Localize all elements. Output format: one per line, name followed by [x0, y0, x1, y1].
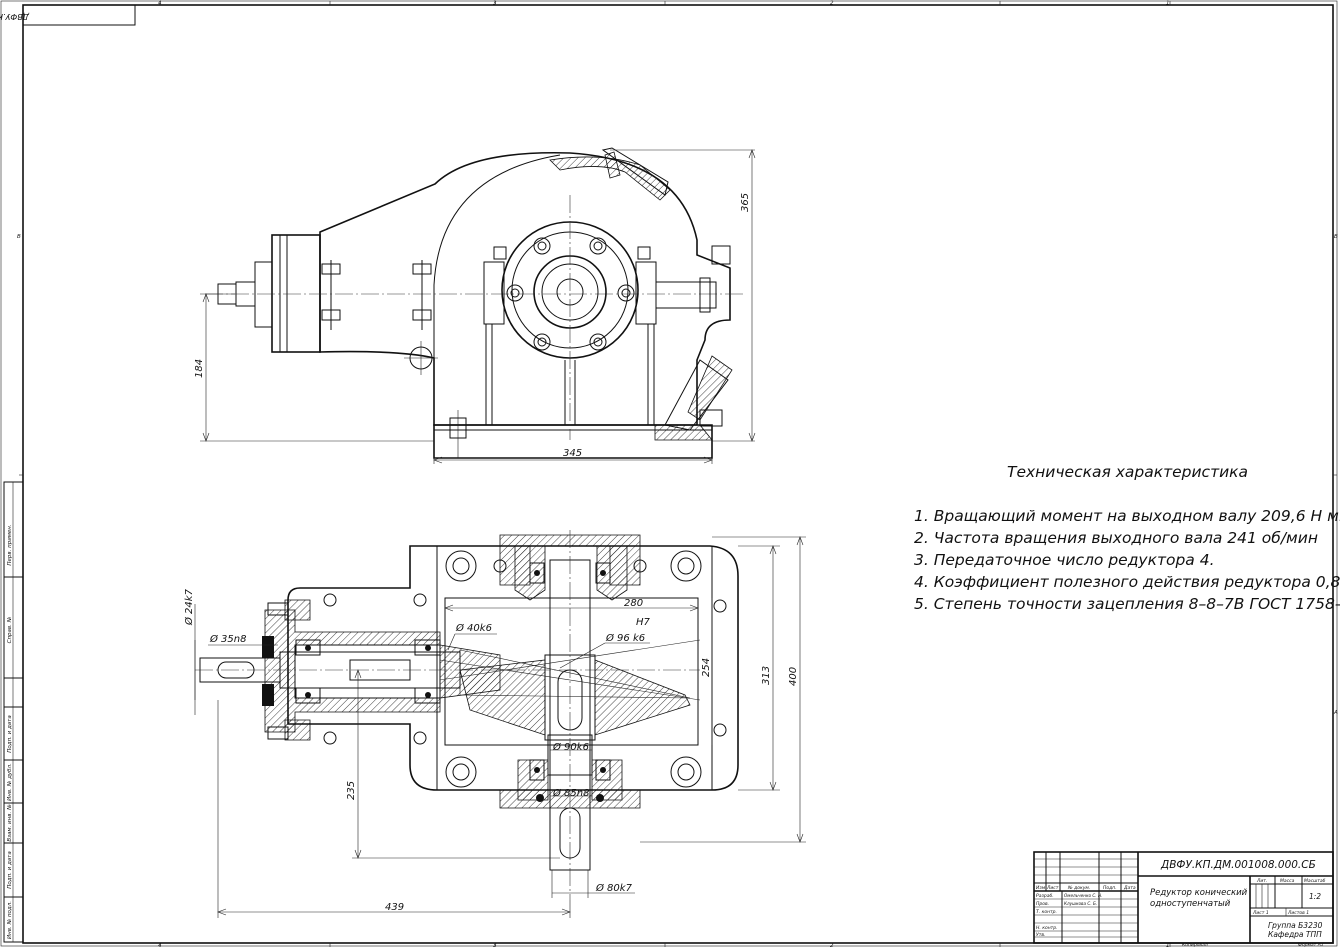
tb-designation: ДВФУ.КП.ДМ.001008.000.СБ [1160, 859, 1316, 871]
flange-bolts [506, 237, 635, 351]
tb-hdr-lit: Лит. [1256, 878, 1267, 884]
zone-bottom-2: 2 [830, 943, 834, 949]
spec-item-3: 3. Передаточное число редуктора 4. [914, 551, 1215, 569]
zone-top-3: 3 [493, 1, 497, 7]
dim-fit-96k6: Ø 96 k6 [605, 632, 645, 644]
front-view [205, 147, 745, 459]
tb-sheets: Листов 1 [1287, 910, 1309, 916]
tb-name-2: одноступенчатый [1150, 899, 1231, 909]
tb-row-utv: Утв. [1036, 932, 1045, 938]
dim-345: 345 [563, 448, 582, 459]
tb-format: Формат А1 [1298, 942, 1324, 948]
spec-item-2: 2. Частота вращения выходного вала 241 о… [914, 529, 1318, 547]
dim-fit-40k6: Ø 40k6 [455, 622, 492, 634]
top-stamp: ДВФУ.КП.ДМ.001008.000.СБ [0, 4, 136, 26]
plan-view-dimensions: Ø 24k7 Ø 35n8 Ø 40k6 H7 Ø 96 k6 280 254 … [183, 536, 806, 918]
tb-sheet: Лист 1 [1252, 910, 1269, 916]
tb-name-1: Редуктор конический [1150, 888, 1248, 898]
side-strip: Перв. примен. Справ. № Подп. и дата Инв.… [3, 481, 24, 943]
strip-podp-data-2: Подп. и дата [7, 851, 13, 889]
strip-inv-dubl: Инв. № дубл. [7, 763, 13, 801]
tb-scale: 1:2 [1309, 892, 1321, 901]
tb-col-data: Дата [1123, 885, 1136, 891]
zone-bottom-1: 1 [1166, 943, 1170, 949]
tb-dept: Кафедра ТПП [1268, 930, 1322, 939]
strip-podp-data-1: Подп. и дата [7, 715, 13, 753]
dim-365: 365 [740, 193, 751, 212]
dim-184: 184 [194, 359, 205, 378]
spec-item-1: 1. Вращающий момент на выходном валу 209… [914, 507, 1340, 525]
tb-row-tkontr: Т. контр. [1036, 909, 1057, 915]
dim-280: 280 [624, 598, 643, 609]
spec-item-5: 5. Степень точности зацепления 8–8–7В ГО… [914, 595, 1340, 613]
tb-row-prov: Пров. [1036, 901, 1049, 907]
tb-hdr-massa: Масса [1280, 878, 1295, 884]
zone-labels: 4 3 2 1 4 3 2 1 В В А [17, 1, 1338, 949]
tb-row-razrab: Разраб. [1036, 893, 1054, 899]
technical-specs: Техническая характеристика 1. Вращающий … [914, 463, 1340, 613]
tb-group: Группа Б3230 [1268, 921, 1323, 930]
tb-col-podp: Подп. [1103, 885, 1117, 891]
dim-fit-90k6: Ø 90k6 [552, 741, 589, 753]
tb-col-izm: Изм [1036, 885, 1046, 891]
dim-fit-h7: H7 [636, 617, 651, 628]
tb-hdr-masshtab: Масштаб [1304, 878, 1326, 884]
zone-bottom-3: 3 [493, 943, 497, 949]
zone-left-v: В [17, 234, 21, 240]
tb-copied: Копировал [1182, 942, 1208, 948]
zone-top-1: 1 [1166, 1, 1170, 7]
dim-439: 439 [385, 902, 404, 913]
dim-235: 235 [346, 781, 357, 800]
tb-prov-name: Клушкова С. Б. [1064, 901, 1097, 906]
zone-right-a: А [1333, 710, 1338, 716]
dim-313: 313 [761, 666, 772, 685]
dim-254: 254 [701, 658, 712, 677]
top-stamp-text: ДВФУ.КП.ДМ.001008.000.СБ [0, 12, 30, 21]
zone-top-4: 4 [158, 1, 162, 7]
spec-item-4: 4. Коэффициент полезного действия редукт… [914, 573, 1340, 591]
tb-col-list: Лист [1046, 885, 1059, 891]
dim-fit-85n8: Ø 85n8 [552, 787, 589, 799]
title-block: ДВФУ.КП.ДМ.001008.000.СБ Редуктор кониче… [1033, 851, 1334, 948]
zone-top-2: 2 [830, 1, 834, 7]
specs-title: Техническая характеристика [1007, 463, 1248, 481]
plan-view [195, 530, 739, 900]
tb-col-ndoc: № докум. [1067, 885, 1090, 891]
front-view-dimensions: 365 184 345 [194, 149, 756, 464]
tb-razrab-name: Омельченко С. Н. [1064, 893, 1102, 898]
strip-vzam-inv: Взам. инв. № [7, 804, 13, 842]
strip-sprav: Справ. № [7, 616, 13, 643]
dim-fit-24k7: Ø 24k7 [183, 588, 195, 626]
strip-inv-podl: Инв. № подл. [7, 901, 13, 939]
zone-bottom-4: 4 [158, 943, 162, 949]
dim-fit-80k7: Ø 80k7 [595, 882, 633, 894]
dim-400: 400 [788, 667, 799, 686]
zone-right-v: В [1334, 234, 1338, 240]
strip-perv-primen: Перв. примен. [7, 524, 13, 566]
dim-fit-35n8: Ø 35n8 [209, 633, 246, 645]
tb-row-nkontr: Н. контр. [1036, 925, 1058, 931]
